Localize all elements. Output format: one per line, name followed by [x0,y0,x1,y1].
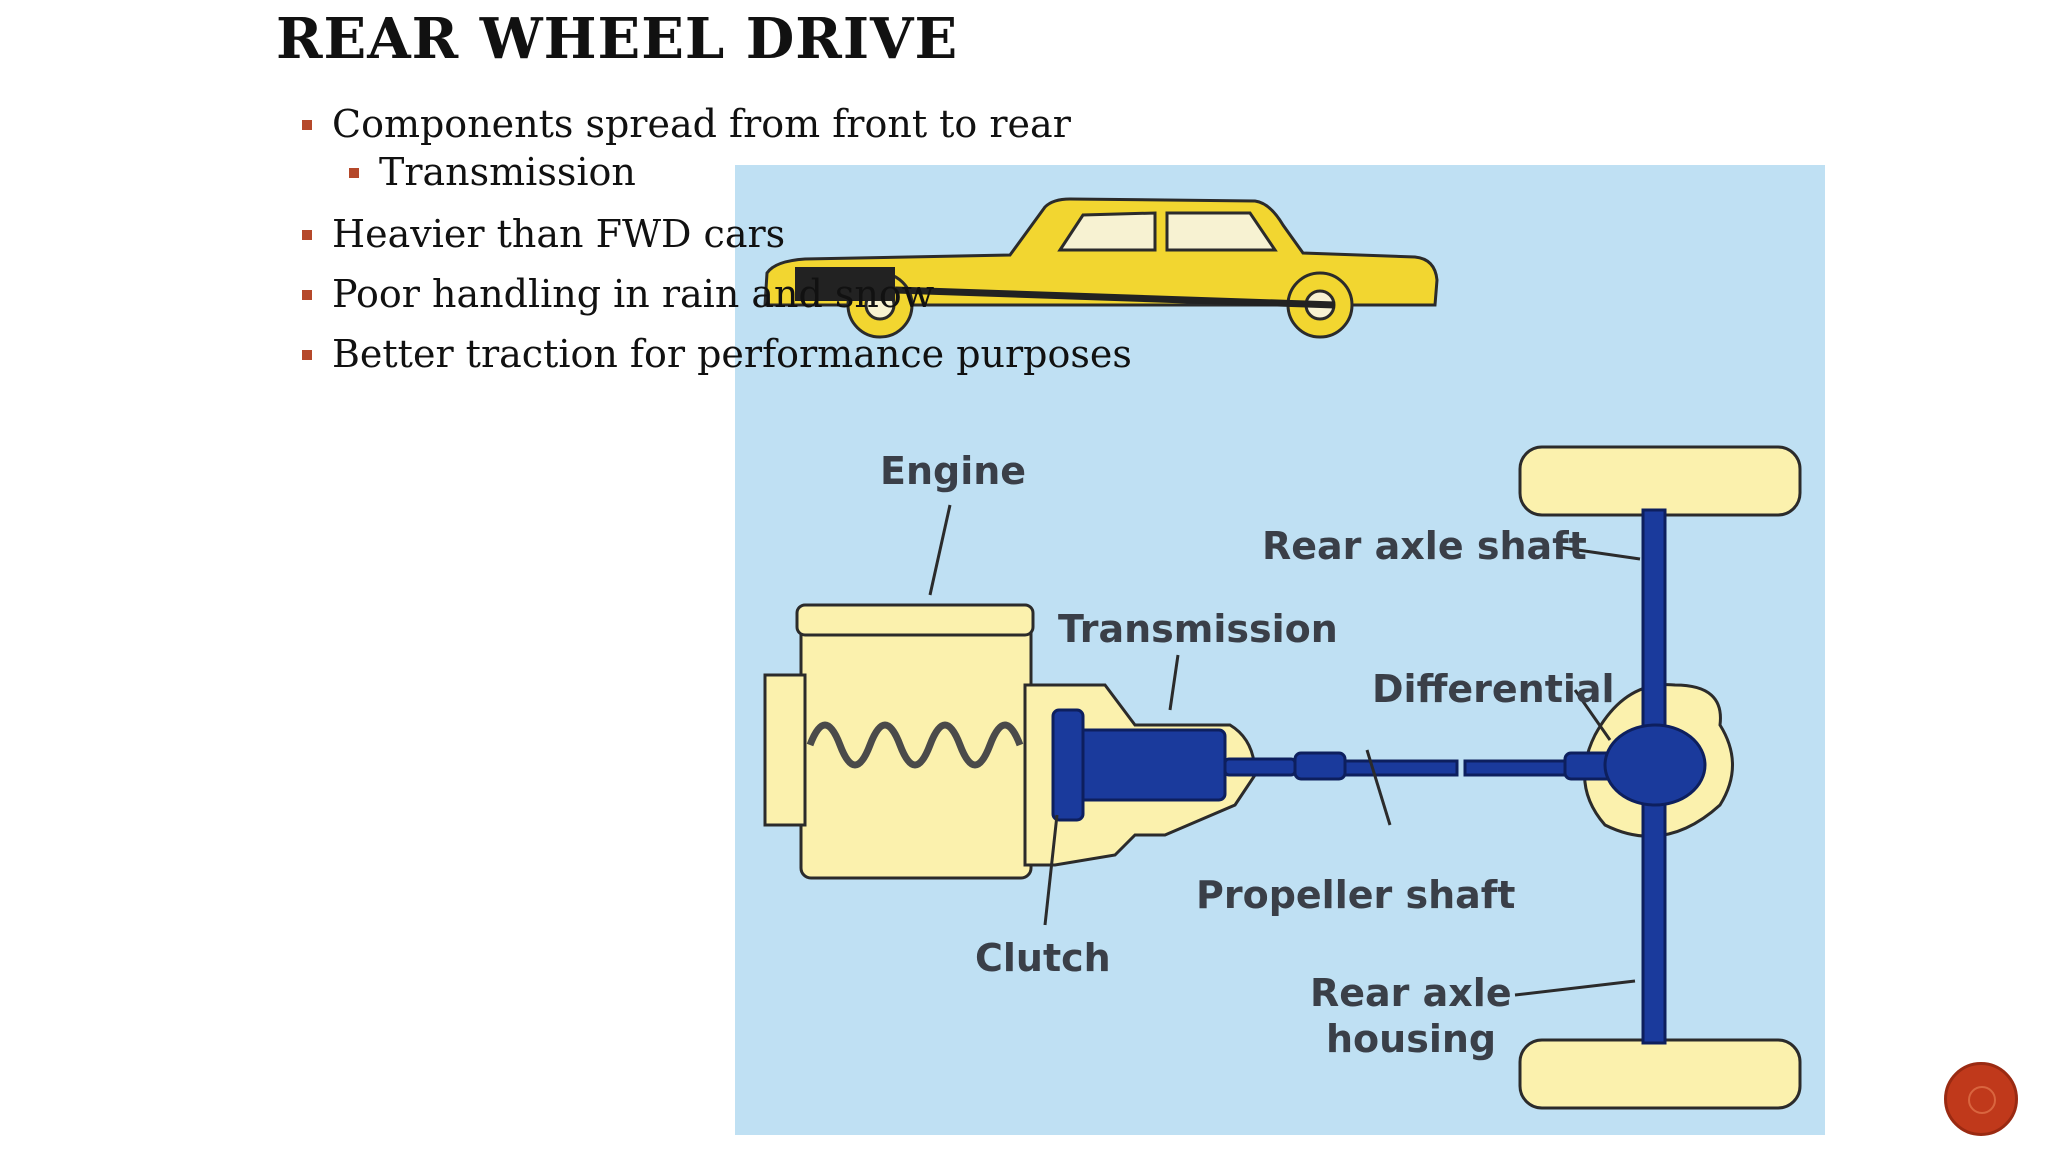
bullet-item-better-traction: Better traction for performance purposes [300,330,1132,378]
slide-title: Rear Wheel Drive [276,6,959,72]
rear-wheel-left [1518,445,1802,517]
next-slide-icon [1968,1086,1996,1114]
bullet-item-poor-handling: Poor handling in rain and snow [300,270,1132,318]
bullet-item-heavier: Heavier than FWD cars [300,210,1132,258]
label-rear-axle-shaft: Rear axle shaft [1262,524,1587,568]
drivetrain [1051,508,1707,1045]
label-transmission: Transmission [1058,607,1338,651]
label-differential: Differential [1372,667,1615,711]
bullet-item-transmission: Transmission [347,148,1132,196]
engine-block [763,603,1035,880]
leader-lines [928,504,1641,997]
label-clutch: Clutch [975,936,1111,980]
car-illustration [763,197,1439,339]
label-rear-axle-housing-line2: housing [1326,1017,1497,1061]
bullet-list: Components spread from front to rear Tra… [300,100,1132,378]
next-slide-button[interactable] [1944,1062,2018,1136]
rwd-drivetrain-diagram [735,165,1825,1135]
label-propeller-shaft: Propeller shaft [1196,873,1516,917]
rear-wheel-right [1518,1038,1802,1110]
label-rear-axle-housing-line1: Rear axle [1310,971,1512,1015]
bullet-item-components: Components spread from front to rear [300,100,1132,148]
label-engine: Engine [880,449,1027,493]
